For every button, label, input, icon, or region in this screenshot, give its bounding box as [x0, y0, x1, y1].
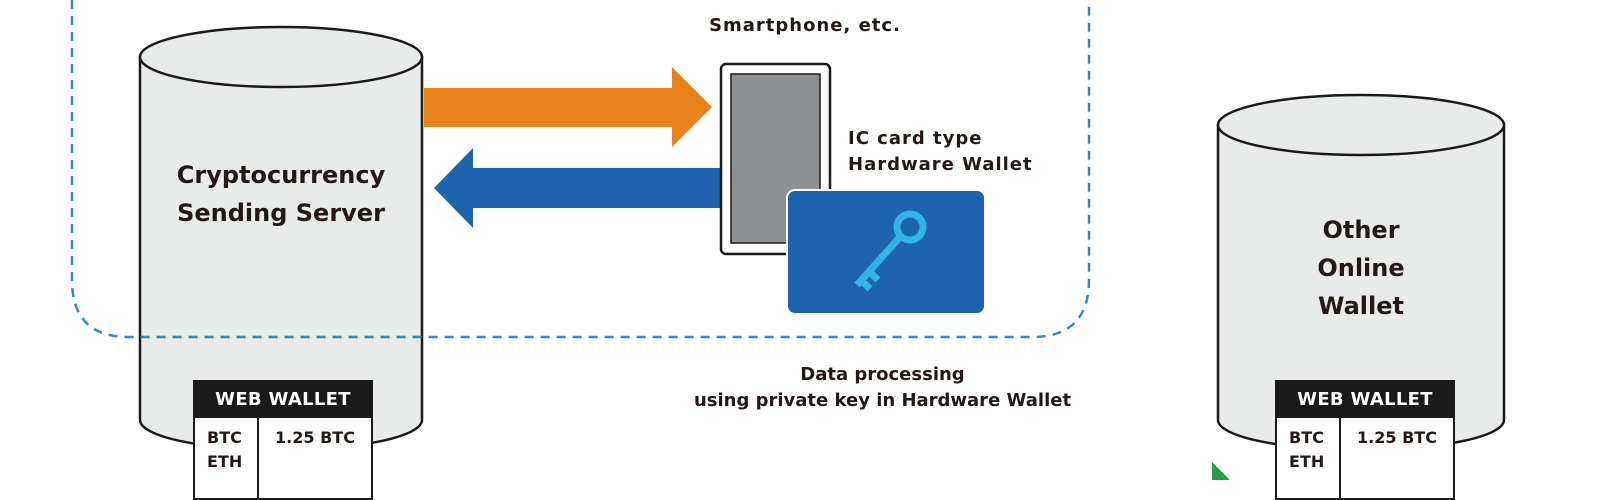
web-wallet-header: WEB WALLET [195, 382, 371, 418]
processing-label: Data processing using private key in Har… [680, 362, 1085, 414]
web-wallet-row: BTC ETH 1.25 BTC [1277, 418, 1453, 498]
ic-card-label-line1: IC card type [848, 128, 983, 149]
secure-zone-dashed-border [70, 0, 1091, 339]
ic-card-label: IC card type Hardware Wallet [848, 126, 1068, 178]
ic-card-label-line2: Hardware Wallet [848, 154, 1033, 175]
web-wallet-currencies: BTC ETH [1277, 418, 1341, 498]
smartphone-label: Smartphone, etc. [709, 15, 901, 36]
processing-label-line2: using private key in Hardware Wallet [693, 390, 1072, 411]
key-icon [854, 210, 927, 292]
currency-eth: ETH [1289, 452, 1325, 471]
other-wallet-label: Other Online Wallet [1218, 211, 1504, 325]
other-wallet-label-line3: Wallet [1317, 292, 1404, 320]
web-wallet-amount: 1.25 BTC [275, 428, 355, 447]
web-wallet-header: WEB WALLET [1277, 382, 1453, 418]
other-wallet-label-line1: Other [1322, 216, 1400, 244]
currency-eth: ETH [207, 452, 243, 471]
ic-card-hardware-wallet [786, 189, 986, 315]
web-wallet-currencies: BTC ETH [195, 418, 259, 498]
web-wallet-right: WEB WALLET BTC ETH 1.25 BTC [1275, 380, 1455, 500]
processing-label-line1: Data processing [800, 364, 965, 385]
diagram-canvas [70, 0, 1506, 480]
currency-btc: BTC [207, 428, 242, 447]
web-wallet-left: WEB WALLET BTC ETH 1.25 BTC [193, 380, 373, 500]
other-wallet-label-line2: Online [1317, 254, 1405, 282]
return-arrow [434, 148, 722, 228]
other-wallet-cylinder [1216, 93, 1506, 452]
currency-btc: BTC [1289, 428, 1324, 447]
sending-server-label-line2: Sending Server [177, 199, 385, 227]
web-wallet-amount: 1.25 BTC [1357, 428, 1437, 447]
send-arrow [424, 67, 712, 147]
sending-server-label: Cryptocurrency Sending Server [140, 156, 422, 232]
sending-server-cylinder [138, 25, 424, 452]
green-arrow [1212, 462, 1230, 480]
sending-server-label-line1: Cryptocurrency [176, 161, 386, 189]
web-wallet-row: BTC ETH 1.25 BTC [195, 418, 371, 498]
